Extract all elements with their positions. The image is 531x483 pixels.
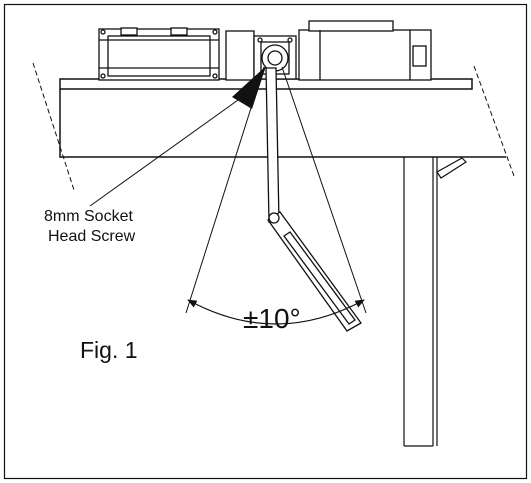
angle-label: ±10°: [243, 303, 301, 334]
callout-arrow: [232, 66, 266, 109]
lever-upper-link: [265, 67, 280, 223]
callout-leader: [89, 89, 253, 207]
screw-callout: 8mm Socket Head Screw: [44, 207, 135, 247]
table-top: [59, 78, 506, 158]
figure-label: Fig. 1: [80, 337, 138, 363]
gearbox: [298, 20, 432, 81]
angle-arc: [187, 299, 365, 325]
figure-border: [3, 3, 528, 480]
callout-line-1: 8mm Socket: [44, 208, 133, 225]
break-lines: [32, 62, 515, 191]
leg-hook: [436, 157, 467, 179]
leg: [403, 157, 438, 447]
callout-line-2: Head Screw: [48, 228, 136, 245]
left-bracket: [98, 27, 220, 81]
